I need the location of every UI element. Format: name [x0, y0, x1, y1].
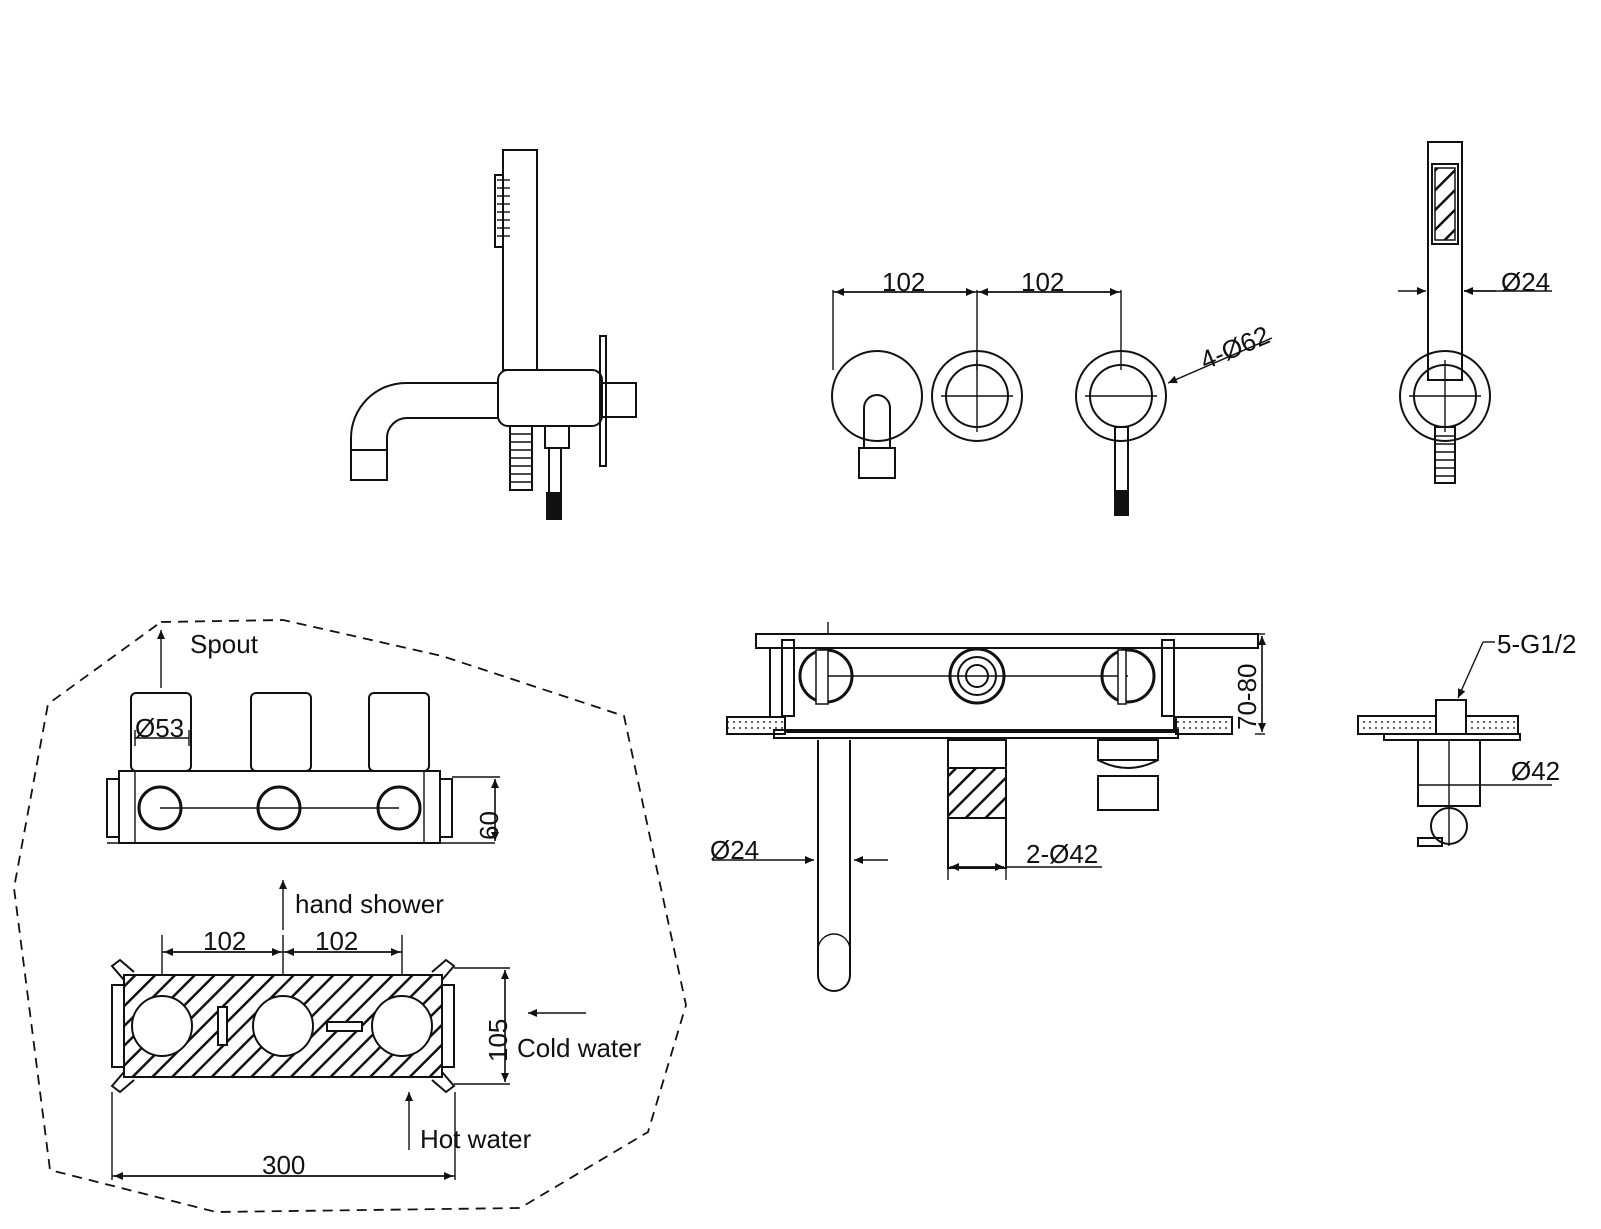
mixer-body — [497, 369, 603, 427]
spout-outlet — [863, 394, 891, 448]
label-front-spacing-right: 102 — [1021, 267, 1064, 297]
handshower-handle — [502, 149, 538, 371]
valve-body-top — [118, 770, 441, 844]
wall-plate-side — [599, 335, 607, 467]
handshower-view — [1398, 141, 1552, 484]
label-front-spacing-left: 102 — [882, 267, 925, 297]
diverter-base — [544, 425, 570, 449]
dashed-boundary — [13, 619, 687, 1213]
diverter-lever — [548, 447, 562, 495]
label-thread: 5-G1/2 — [1497, 629, 1577, 659]
label-box-height: 105 — [483, 1019, 513, 1062]
mixer-lever — [1114, 426, 1129, 493]
label-handle-diameter: 4-Ø62 — [1196, 320, 1274, 376]
label-box-spacing-left: 102 — [203, 926, 246, 956]
wall-connector — [601, 382, 637, 418]
label-hot-water: Hot water — [420, 1124, 532, 1154]
diverter-plate — [931, 350, 1023, 442]
label-hand-shower: hand shower — [295, 889, 444, 919]
section-view — [712, 622, 1266, 992]
diverter-knob — [546, 492, 562, 520]
label-body-diameter: Ø53 — [135, 713, 184, 743]
hose-ribs — [510, 433, 532, 483]
label-outlet-diameter: 2-Ø42 — [1026, 839, 1098, 869]
label-holder-diameter: Ø42 — [1511, 756, 1560, 786]
label-box-spacing-right: 102 — [315, 926, 358, 956]
label-cold-water: Cold water — [517, 1033, 642, 1063]
mixer-knob — [1114, 490, 1129, 516]
handshower-nozzles — [497, 179, 510, 237]
spray-grid — [1434, 167, 1456, 241]
label-body-height: 60 — [474, 811, 504, 840]
bath-spout — [350, 382, 498, 481]
holder-plate — [1399, 350, 1491, 442]
label-wall-depth: 70-80 — [1232, 664, 1262, 731]
handshower-spray-face — [494, 174, 503, 248]
holder-section — [1357, 641, 1552, 847]
label-handshower-diameter: Ø24 — [1501, 267, 1550, 297]
label-box-width: 300 — [262, 1150, 305, 1180]
spout-section — [817, 740, 851, 992]
label-spout-diameter: Ø24 — [710, 835, 759, 865]
rough-in-view — [13, 619, 687, 1213]
top-flange — [755, 633, 1259, 649]
label-spout: Spout — [190, 629, 259, 659]
mixer-plate — [1075, 350, 1167, 442]
front-view — [831, 288, 1273, 516]
spout-plate — [831, 350, 923, 442]
holder-hose — [1434, 426, 1456, 484]
spout-tip — [858, 447, 896, 479]
side-view — [350, 149, 637, 520]
